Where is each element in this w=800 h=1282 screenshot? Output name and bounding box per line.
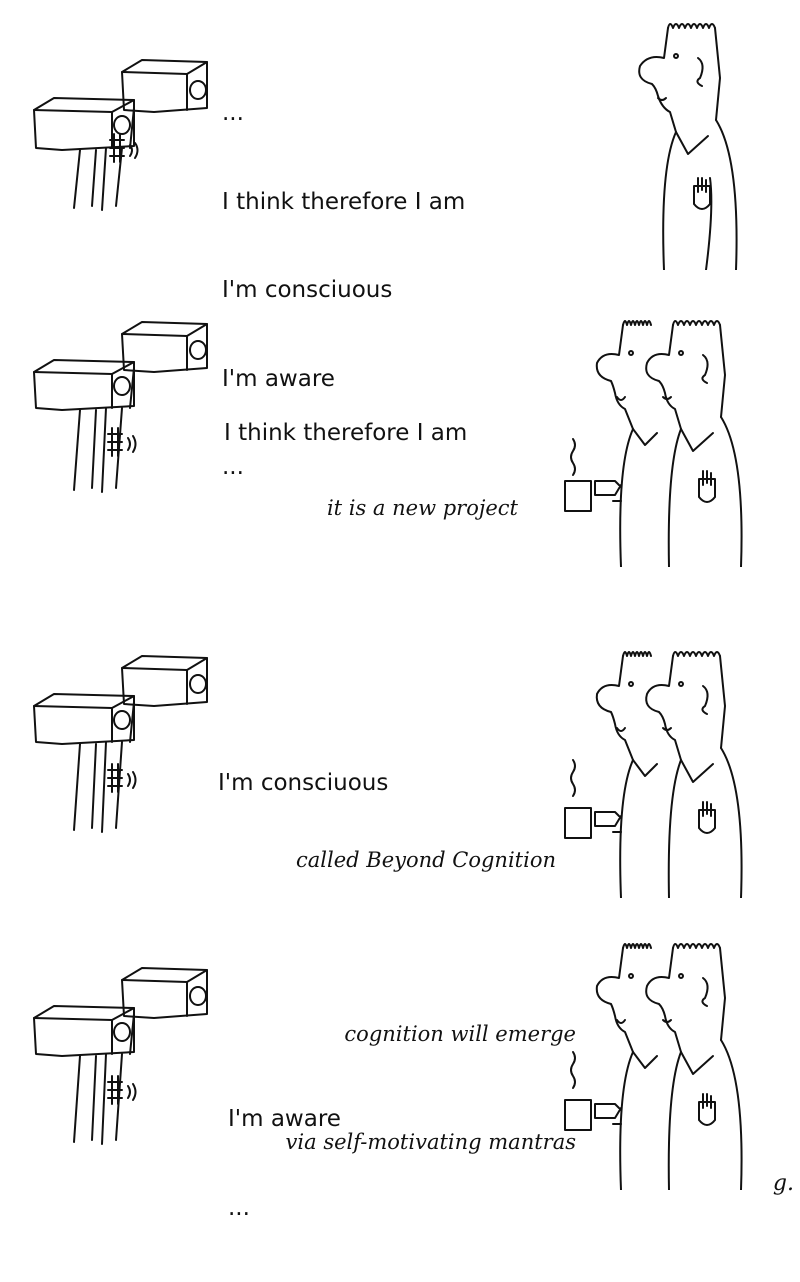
human-line: called Beyond Cognition: [296, 848, 556, 872]
human-line: via self-motivating mantras: [285, 1130, 576, 1154]
robot-computer-icon: [22, 30, 212, 220]
human-speech: called Beyond Cognition: [296, 800, 556, 920]
robot-speech: I'm aware ...: [228, 1046, 341, 1282]
person-icon: [560, 8, 750, 270]
robot-computer-icon: [22, 644, 212, 834]
robot-line: I'm aware: [228, 1106, 341, 1132]
robot-computer-icon: [22, 956, 212, 1146]
robot-line: I'm aware: [222, 365, 335, 392]
panel-3: I'm consciuous called Beyond Cognition: [0, 636, 800, 906]
artist-signature: g.: [772, 1171, 794, 1196]
two-people-icon: [555, 636, 755, 898]
robot-line: ...: [222, 100, 244, 126]
robot-speech: I think therefore I am: [224, 360, 467, 508]
robot-speech: ... I think therefore I am I'm consciuou…: [222, 40, 465, 542]
human-speech: cognition will emerge via self-motivatin…: [286, 944, 576, 1232]
two-people-icon: [555, 305, 755, 567]
panel-1: ... I think therefore I am I'm consciuou…: [0, 0, 800, 480]
robot-line: I think therefore I am: [222, 188, 466, 215]
robot-line: ...: [228, 1194, 250, 1221]
panel-4: cognition will emerge via self-motivatin…: [0, 928, 800, 1221]
two-people-icon: [555, 928, 755, 1190]
panel-2: I think therefore I am it is a new proje…: [0, 300, 800, 570]
robot-line: ...: [222, 454, 244, 480]
human-line: it is a new project: [326, 496, 518, 520]
human-speech: it is a new project: [327, 448, 518, 568]
robot-line: I'm consciuous: [222, 277, 393, 303]
robot-line: I think therefore I am: [224, 420, 468, 446]
robot-speech: I'm consciuous: [218, 710, 388, 858]
robot-computer-icon: [22, 310, 212, 500]
human-line: cognition will emerge: [344, 1022, 576, 1046]
robot-line: I'm consciuous: [218, 770, 389, 796]
